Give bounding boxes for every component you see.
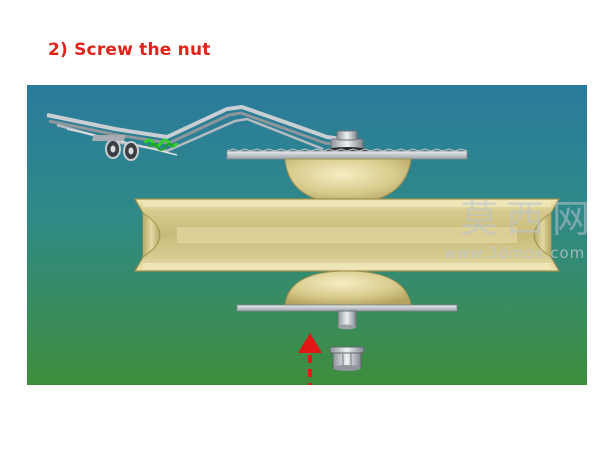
assembly-scene (27, 85, 587, 385)
lower-hub (284, 270, 412, 306)
watermark-logo: 莫西网 (460, 197, 599, 241)
upper-plate (226, 148, 468, 160)
axle-bolt (337, 310, 357, 330)
roller-wheels (91, 135, 139, 161)
direction-arrow-icon (298, 333, 322, 385)
watermark-url: www.3dmox.com (444, 244, 586, 262)
pulley-wheel (133, 198, 561, 272)
lower-plate (236, 304, 458, 312)
flange-nut (329, 346, 365, 371)
step-title: 2) Screw the nut (48, 40, 211, 60)
spring-icon (143, 138, 179, 151)
pulley-assembly-illustration (27, 85, 587, 385)
